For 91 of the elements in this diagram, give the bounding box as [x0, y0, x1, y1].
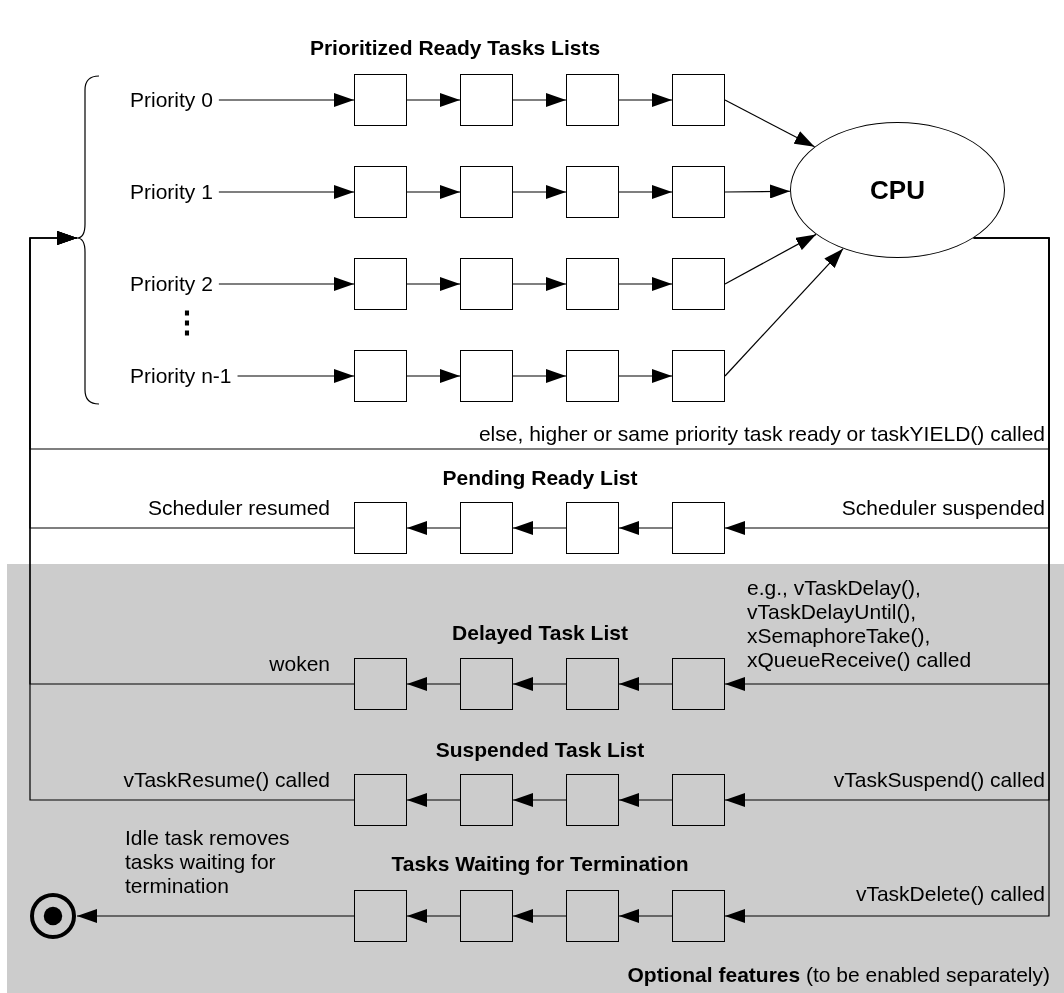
task-box: [460, 502, 513, 554]
ellipsis-mark: ⋮: [172, 310, 202, 334]
arrow: [406, 521, 461, 535]
arrow: [236, 369, 355, 383]
task-box: [460, 74, 513, 126]
arrow: [724, 237, 1050, 923]
arrow: [29, 231, 355, 801]
list-heading: Tasks Waiting for Termination: [391, 852, 689, 876]
arrow: [618, 277, 673, 291]
task-box: [672, 502, 725, 554]
list-heading: Prioritized Ready Tasks Lists: [309, 36, 601, 60]
edge-label: Scheduler resumed: [147, 496, 330, 520]
arrow: [618, 369, 673, 383]
arrow: [512, 793, 567, 807]
task-box: [460, 890, 513, 942]
arrow: [512, 677, 567, 691]
arrow: [618, 93, 673, 107]
arrow: [406, 93, 461, 107]
arrow: [406, 677, 461, 691]
task-box: [672, 658, 725, 710]
task-box: [566, 658, 619, 710]
curly-brace: [77, 75, 101, 405]
edge-label: Idle task removes tasks waiting for termination: [125, 826, 291, 898]
task-box: [566, 774, 619, 826]
arrow: [512, 909, 567, 923]
task-box: [354, 350, 407, 402]
task-box: [672, 774, 725, 826]
list-heading: Suspended Task List: [435, 738, 645, 762]
task-box: [460, 258, 513, 310]
arrow: [406, 793, 461, 807]
arrow: [724, 233, 817, 285]
priority-label: Priority 2: [130, 271, 213, 297]
arrow: [76, 909, 355, 923]
list-heading: Pending Ready List: [442, 466, 638, 490]
arrow: [618, 521, 673, 535]
arrow: [618, 793, 673, 807]
edge-label: else, higher or same priority task ready or taskYIELD() called: [478, 422, 1045, 446]
task-box: [566, 166, 619, 218]
edge-label: woken: [269, 652, 330, 676]
task-box: [566, 350, 619, 402]
task-box: [354, 502, 407, 554]
arrow: [218, 93, 355, 107]
arrow: [406, 185, 461, 199]
arrow: [406, 277, 461, 291]
task-box: [672, 890, 725, 942]
task-box: [460, 166, 513, 218]
task-box: [460, 658, 513, 710]
task-box: [566, 258, 619, 310]
task-box: [566, 74, 619, 126]
arrow: [724, 99, 816, 148]
task-box: [566, 890, 619, 942]
arrow: [406, 369, 461, 383]
edge-label: vTaskDelete() called: [855, 882, 1045, 906]
edge-label: Scheduler suspended: [841, 496, 1045, 520]
arrow: [512, 521, 567, 535]
task-box: [354, 658, 407, 710]
task-box: [354, 74, 407, 126]
arrow: [724, 184, 791, 199]
final-state-symbol: [29, 892, 77, 940]
task-box: [672, 74, 725, 126]
arrow: [618, 909, 673, 923]
arrow: [618, 677, 673, 691]
arrow: [512, 277, 567, 291]
priority-label: Priority 0: [130, 87, 213, 113]
list-heading: Delayed Task List: [452, 621, 628, 645]
arrow: [724, 248, 844, 377]
task-box: [566, 502, 619, 554]
edge-label: vTaskSuspend() called: [833, 768, 1045, 792]
panel-note: Optional features (to be enabled separately): [627, 963, 1050, 987]
arrow: [618, 185, 673, 199]
task-box: [354, 258, 407, 310]
task-box: [672, 166, 725, 218]
task-box: [354, 166, 407, 218]
arrow: [512, 185, 567, 199]
priority-label: Priority 1: [130, 179, 213, 205]
arrow: [406, 909, 461, 923]
edge-label: e.g., vTaskDelay(), vTaskDelayUntil(), xSemaphoreTake(), xQueueReceive() called: [747, 576, 973, 672]
task-box: [672, 350, 725, 402]
task-box: [460, 774, 513, 826]
edge-label: vTaskResume() called: [123, 768, 330, 792]
arrow: [512, 93, 567, 107]
arrow: [218, 277, 355, 291]
optional-features-panel: [7, 564, 1064, 993]
task-box: [354, 890, 407, 942]
task-box: [460, 350, 513, 402]
priority-label: Priority n-1: [130, 363, 232, 389]
cpu-ellipse: CPU: [790, 122, 1005, 258]
task-box: [672, 258, 725, 310]
arrow: [512, 369, 567, 383]
arrow: [218, 185, 355, 199]
task-box: [354, 774, 407, 826]
